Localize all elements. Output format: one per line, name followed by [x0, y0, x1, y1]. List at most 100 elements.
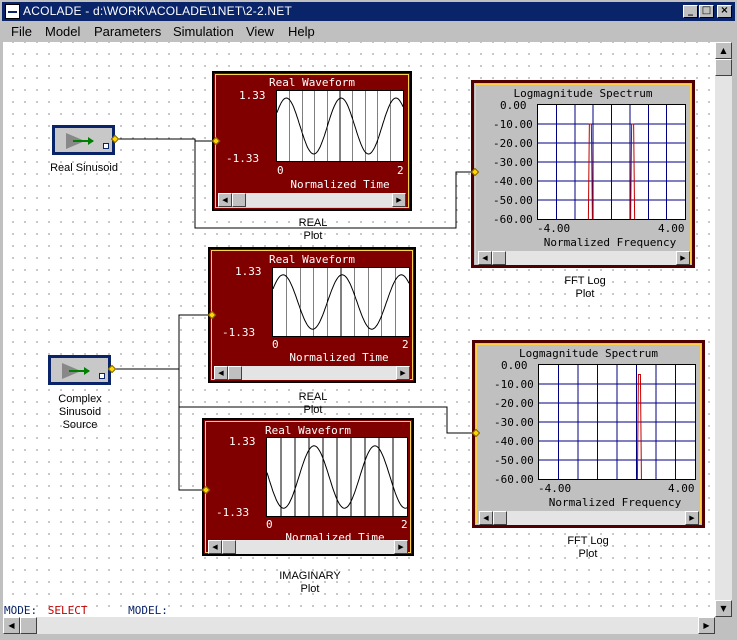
scroll-thumb[interactable]	[222, 540, 236, 554]
menu-parameters[interactable]: Parameters	[94, 24, 162, 39]
y-min-tick: -1.33	[222, 326, 256, 339]
wire-complex-to-fft-plot	[179, 406, 474, 434]
block-marker-icon	[103, 143, 109, 149]
close-button[interactable]: ×	[717, 5, 732, 18]
x-min-tick: -4.00	[538, 482, 572, 495]
plot-area	[266, 437, 408, 517]
y-tick: -40.00	[493, 175, 533, 188]
menu-simulation[interactable]: Simulation	[173, 24, 234, 39]
scroll-thumb[interactable]	[228, 366, 242, 380]
maximize-button[interactable]: □	[699, 5, 714, 18]
label-line: REAL	[298, 217, 328, 229]
scroll-right-button[interactable]: ▶	[392, 193, 406, 207]
imaginary-waveform-plot[interactable]: Real Waveform 1.33 -1.33 0 2 Normalized …	[202, 418, 414, 556]
plot-title: Logmagnitude Spectrum	[513, 87, 653, 100]
plot-area	[276, 90, 404, 162]
scroll-down-button[interactable]: ▼	[715, 600, 732, 617]
plot-scrollbar[interactable]: ◀ ▶	[208, 540, 408, 554]
arrow-right-icon	[73, 137, 94, 145]
scroll-right-button[interactable]: ▶	[698, 617, 715, 634]
label-line: Sinusoid	[58, 406, 102, 418]
real-waveform-plot[interactable]: Real Waveform 1.33 -1.33 0 2 Normalized …	[212, 71, 412, 211]
real-plot-label: REAL Plot	[283, 391, 343, 417]
complex-sinusoid-block[interactable]	[48, 355, 111, 385]
label-line: Plot	[300, 583, 320, 595]
mode-value: SELECT	[47, 604, 88, 617]
label-line: REAL	[298, 391, 328, 403]
scroll-left-button[interactable]: ◀	[208, 540, 222, 554]
scroll-thumb[interactable]	[232, 193, 246, 207]
real-sinusoid-block[interactable]	[52, 125, 115, 155]
scrollbar-corner	[715, 617, 732, 634]
menu-view[interactable]: View	[246, 24, 274, 39]
label-line: Plot	[303, 404, 323, 416]
scroll-left-button[interactable]: ◀	[478, 251, 492, 265]
y-tick: 0.00	[500, 99, 527, 112]
label-line: FFT Log	[564, 275, 606, 287]
spectrum-peak	[630, 123, 636, 219]
minimize-button[interactable]: _	[683, 5, 698, 18]
scroll-right-button[interactable]: ▶	[396, 366, 410, 380]
real-waveform-plot[interactable]: Real Waveform 1.33 -1.33 0 2 Normalized …	[208, 247, 416, 383]
fft-spectrum-plot[interactable]: Logmagnitude Spectrum 0.00 -10.00 -20.00…	[472, 340, 705, 528]
connection-wires	[113, 138, 474, 491]
spectrum-svg	[539, 365, 695, 479]
x-max-tick: 2	[397, 164, 404, 177]
wire-sinusoid-to-real-plot	[117, 138, 215, 142]
y-tick: -10.00	[494, 378, 534, 391]
scroll-right-button[interactable]: ▶	[685, 511, 699, 525]
status-line: MODE: SELECT MODEL:	[4, 604, 168, 617]
scroll-right-button[interactable]: ▶	[676, 251, 690, 265]
x-axis-label: Normalized Time	[289, 351, 389, 364]
spectrum-peak	[636, 374, 642, 479]
plot-title: Real Waveform	[264, 424, 352, 437]
wire-sinusoid-to-fft-plot	[194, 139, 473, 229]
plot-scrollbar[interactable]: ◀ ▶	[214, 366, 410, 380]
spectrum-svg	[538, 105, 685, 219]
scroll-left-button[interactable]: ◀	[218, 193, 232, 207]
x-axis-label: Normalized Frequency	[548, 496, 682, 509]
scroll-thumb[interactable]	[493, 511, 507, 525]
menu-bar: File Model Parameters Simulation View He…	[2, 22, 735, 42]
app-icon[interactable]	[5, 4, 20, 19]
schematic-canvas[interactable]: Real Sinusoid Complex Sinusoid Source Re…	[3, 42, 715, 617]
label-line: Plot	[575, 288, 595, 300]
plot-area	[538, 364, 696, 480]
plot-scrollbar[interactable]: ◀ ▶	[218, 193, 406, 207]
plot-scrollbar[interactable]: ◀ ▶	[478, 251, 690, 265]
scroll-left-button[interactable]: ◀	[479, 511, 493, 525]
plot-title: Real Waveform	[268, 76, 356, 89]
horizontal-scrollbar[interactable]: ◀ ▶	[3, 617, 715, 634]
label-line: Plot	[578, 548, 598, 560]
x-max-tick: 2	[402, 338, 409, 351]
scroll-right-button[interactable]: ▶	[394, 540, 408, 554]
title-bar[interactable]: ACOLADE - d:\WORK\ACOLADE\1NET\2-2.NET _…	[2, 2, 735, 21]
plot-title: Real Waveform	[268, 253, 356, 266]
imaginary-plot-label: IMAGINARY Plot	[273, 570, 347, 596]
waveform-svg	[267, 438, 407, 516]
x-min-tick: -4.00	[537, 222, 571, 235]
y-tick: -50.00	[494, 454, 534, 467]
horizontal-scroll-thumb[interactable]	[20, 617, 37, 634]
scroll-left-button[interactable]: ◀	[3, 617, 20, 634]
menu-help[interactable]: Help	[288, 24, 315, 39]
scroll-thumb[interactable]	[492, 251, 506, 265]
y-min-tick: -1.33	[216, 506, 250, 519]
plot-scrollbar[interactable]: ◀ ▶	[479, 511, 699, 525]
menu-file[interactable]: File	[11, 24, 32, 39]
scroll-up-button[interactable]: ▲	[715, 42, 732, 59]
y-max-tick: 1.33	[229, 435, 256, 448]
y-tick: -10.00	[493, 118, 533, 131]
scroll-left-button[interactable]: ◀	[214, 366, 228, 380]
fft-log-plot-label: FFT Log Plot	[553, 275, 617, 301]
vertical-scroll-thumb[interactable]	[715, 59, 732, 76]
fft-spectrum-plot[interactable]: Logmagnitude Spectrum 0.00 -10.00 -20.00…	[471, 80, 695, 268]
plot-area	[537, 104, 686, 220]
real-sinusoid-label: Real Sinusoid	[50, 162, 118, 174]
y-min-tick: -1.33	[226, 152, 260, 165]
wire-complex-to-real-plot	[113, 314, 211, 370]
menu-model[interactable]: Model	[45, 24, 81, 39]
vertical-scrollbar[interactable]: ▲ ▼	[715, 42, 732, 617]
label-line: Source	[62, 419, 98, 431]
